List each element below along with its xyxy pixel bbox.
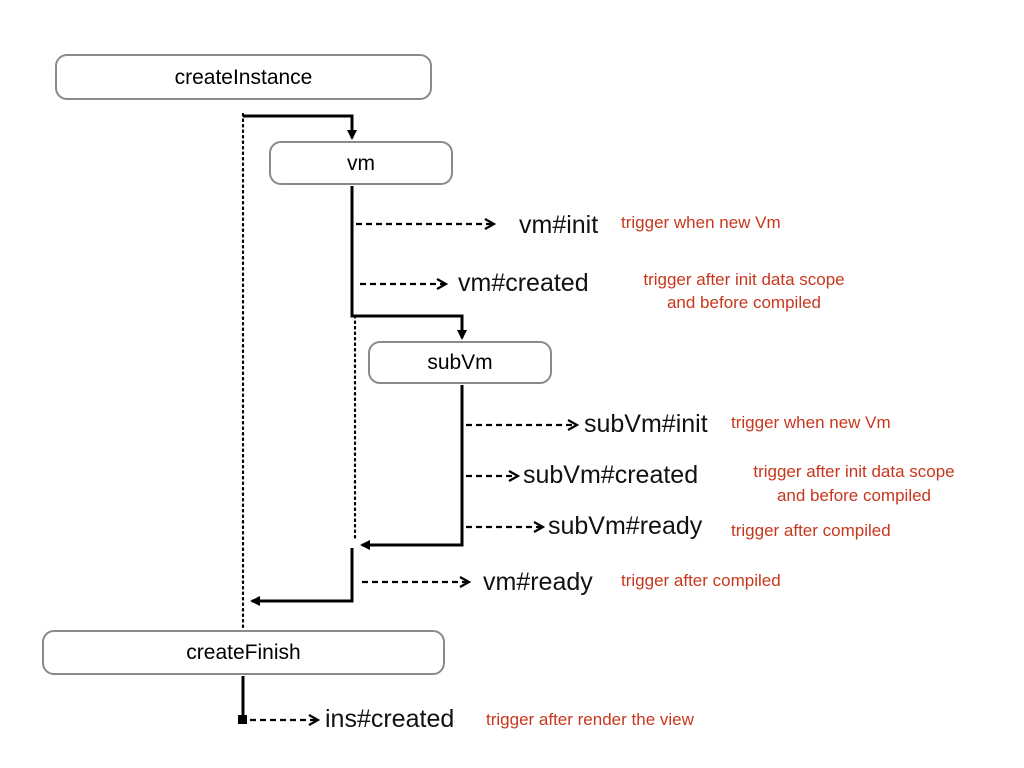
flow-instance-to-vm bbox=[243, 114, 357, 140]
note-ins-created: trigger after render the view bbox=[486, 710, 695, 729]
event-ins-created: ins#created bbox=[325, 705, 454, 733]
note-vm-ready: trigger after compiled bbox=[621, 571, 781, 590]
node-create-instance-label: createInstance bbox=[175, 66, 313, 89]
event-subvm-ready: subVm#ready bbox=[548, 512, 703, 540]
note-vm-created-line1: trigger after init data scope bbox=[643, 270, 844, 289]
flow-vm-return bbox=[250, 548, 354, 606]
event-subvm-created: subVm#created bbox=[523, 461, 698, 489]
note-subvm-ready: trigger after compiled bbox=[731, 521, 891, 540]
note-vm-init: trigger when new Vm bbox=[621, 213, 781, 232]
node-vm-label: vm bbox=[347, 152, 375, 175]
event-vm-init: vm#init bbox=[519, 211, 598, 239]
node-create-instance: createInstance bbox=[55, 54, 432, 100]
node-create-finish: createFinish bbox=[42, 630, 445, 675]
node-sub-vm-label: subVm bbox=[427, 351, 492, 374]
event-subvm-init: subVm#init bbox=[584, 410, 708, 438]
note-subvm-created-line2: and before compiled bbox=[777, 486, 931, 505]
note-vm-created-line2: and before compiled bbox=[667, 293, 821, 312]
node-create-finish-label: createFinish bbox=[186, 641, 300, 664]
node-vm: vm bbox=[269, 141, 453, 185]
event-vm-created: vm#created bbox=[458, 269, 589, 297]
flow-finish-end-square bbox=[238, 715, 247, 724]
node-sub-vm: subVm bbox=[368, 341, 552, 384]
flow-vm-to-subvm bbox=[350, 186, 467, 340]
note-subvm-init: trigger when new Vm bbox=[731, 413, 891, 432]
note-subvm-created-line1: trigger after init data scope bbox=[753, 462, 954, 481]
flow-subvm-return bbox=[360, 385, 464, 550]
event-vm-ready: vm#ready bbox=[483, 568, 593, 596]
